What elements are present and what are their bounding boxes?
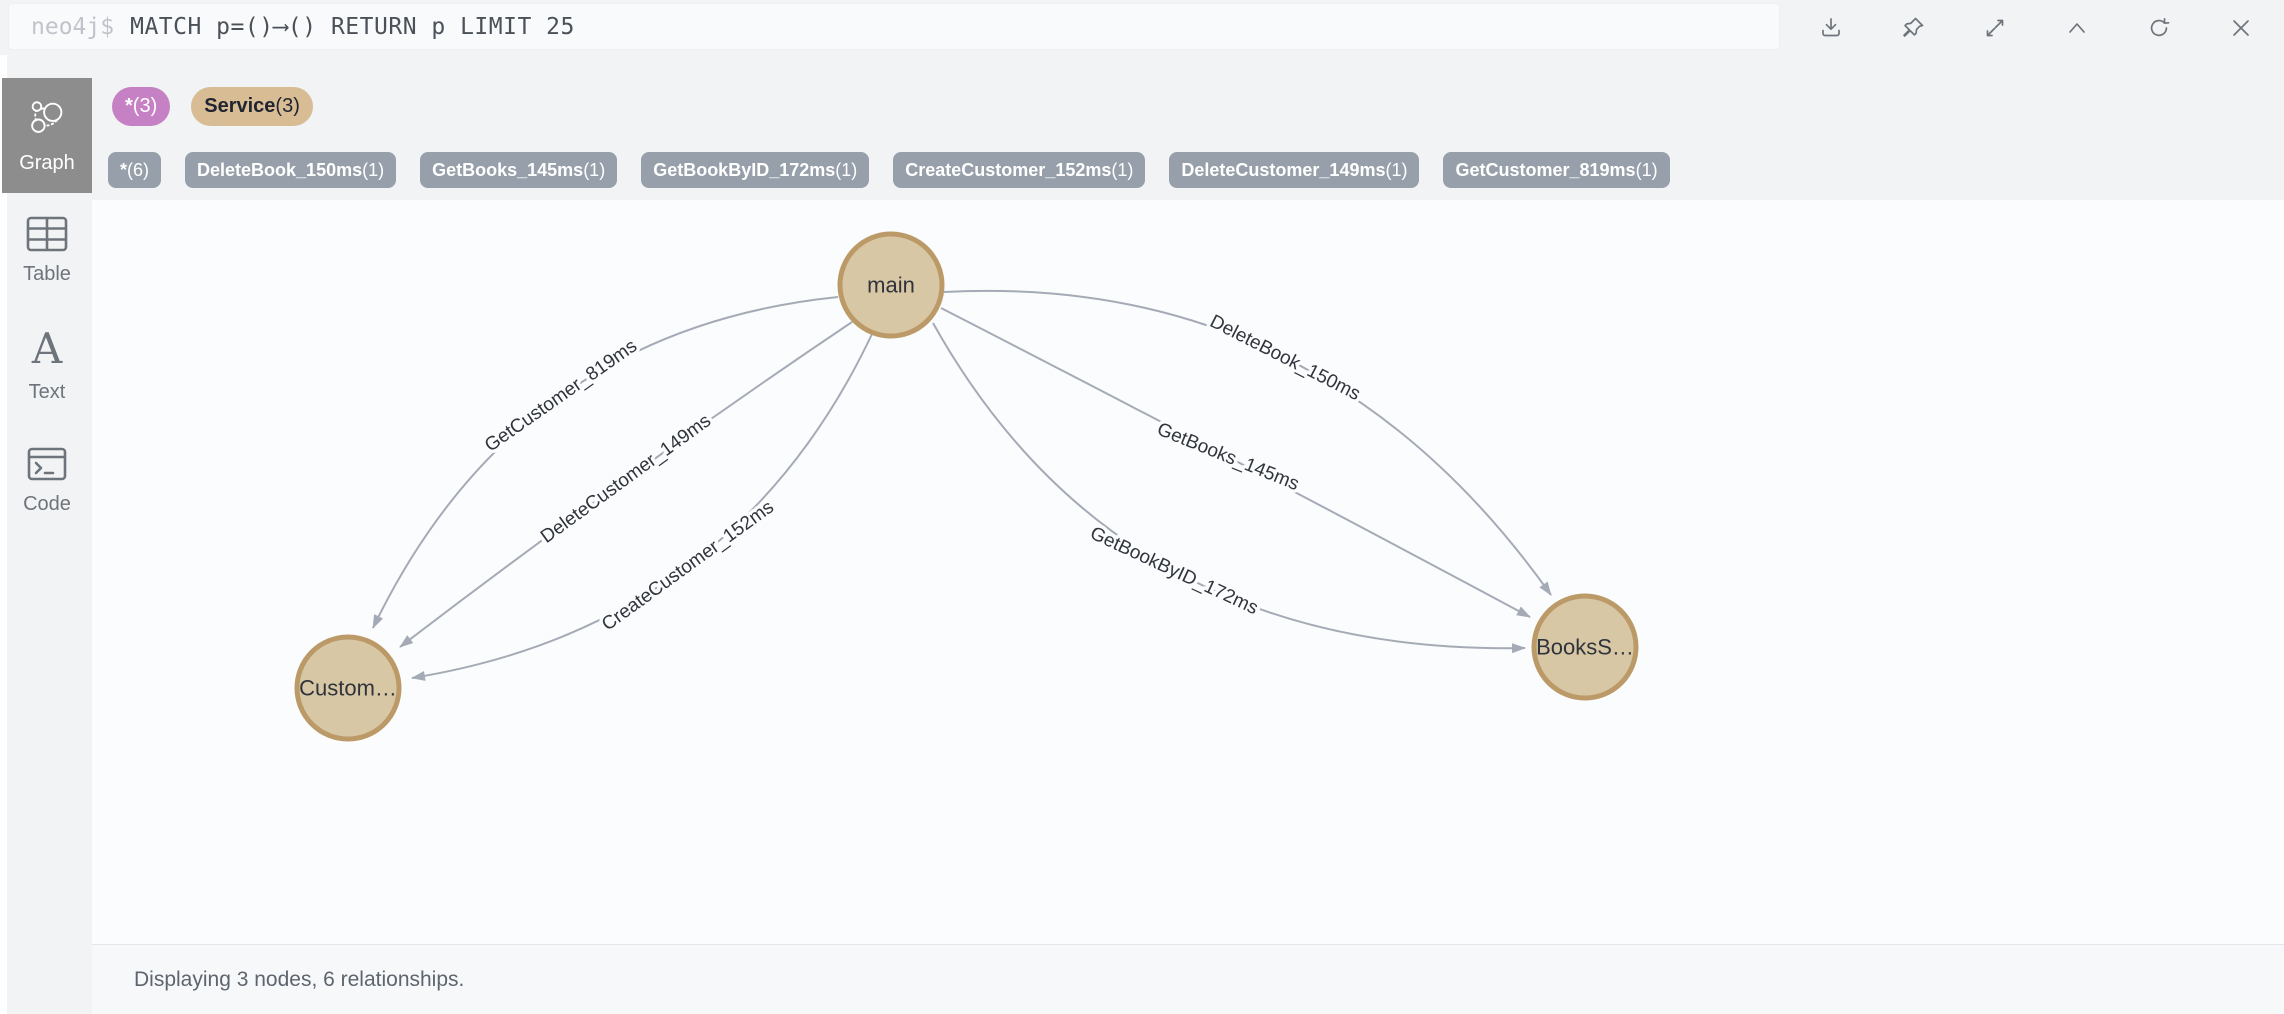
text-view-icon: A <box>31 324 63 373</box>
fullscreen-icon[interactable] <box>1982 15 2008 41</box>
tab-graph-label: Graph <box>19 152 75 174</box>
node-circle <box>837 231 945 339</box>
editor-prompt: neo4j$ <box>31 13 115 40</box>
relationship-type-pill[interactable]: GetCustomer_819ms(1) <box>1443 152 1670 188</box>
relationship-label: DeleteBook_150ms <box>1206 311 1363 405</box>
relationship-type-pills: *(6) DeleteBook_150ms(1) GetBooks_145ms(1)… <box>108 152 1670 188</box>
tab-graph[interactable]: Graph <box>2 78 92 193</box>
node-label-pills: *(3) Service(3) <box>112 87 313 126</box>
tab-table[interactable]: Table <box>2 193 92 308</box>
relationship-line <box>940 307 1531 618</box>
relationship-DeleteBook_150ms[interactable]: DeleteBook_150ms <box>943 289 1552 596</box>
view-sidebar: Graph Table A Text Code <box>2 55 92 538</box>
node-label-pill[interactable]: Service(3) <box>191 87 313 126</box>
tab-code-label: Code <box>23 493 71 515</box>
relationship-line <box>943 289 1552 596</box>
relationship-type-pill[interactable]: GetBookByID_172ms(1) <box>641 152 870 188</box>
node-caption: BooksS… <box>1536 635 1634 660</box>
left-edge-strip <box>0 0 7 1014</box>
relationship-GetBookByID_172ms[interactable]: GetBookByID_172ms <box>932 322 1526 654</box>
node-circle <box>1531 593 1639 701</box>
node-circle <box>294 634 402 742</box>
relationship-type-pill[interactable]: DeleteCustomer_149ms(1) <box>1169 152 1420 188</box>
relationship-GetBooks_145ms[interactable]: GetBooks_145ms <box>940 307 1531 618</box>
relationship-type-pill[interactable]: *(6) <box>108 152 162 188</box>
code-view-icon <box>27 447 67 481</box>
refresh-icon[interactable] <box>2146 15 2172 41</box>
relationship-label: GetCustomer_819ms <box>481 336 641 457</box>
collapse-icon[interactable] <box>2064 15 2090 41</box>
status-bar: Displaying 3 nodes, 6 relationships. <box>92 944 2284 1014</box>
relationship-line <box>372 296 839 629</box>
relationship-label: GetBooks_145ms <box>1154 419 1302 495</box>
cypher-query-text: MATCH p=()⟶() RETURN p LIMIT 25 <box>130 13 575 40</box>
relationship-type-pill[interactable]: GetBooks_145ms(1) <box>420 152 618 188</box>
tab-code[interactable]: Code <box>2 423 92 538</box>
graph-view-icon <box>31 101 63 133</box>
relationship-line <box>399 321 853 648</box>
relationship-label: CreateCustomer_152ms <box>598 497 778 636</box>
graph-visualization: GetCustomer_819msDeleteCustomer_149msCre… <box>294 231 1639 742</box>
tab-text[interactable]: A Text <box>2 308 92 423</box>
tab-text-label: Text <box>28 381 66 403</box>
relationship-GetCustomer_819ms[interactable]: GetCustomer_819ms <box>372 296 839 629</box>
relationship-line <box>411 333 873 681</box>
node-label-pill[interactable]: *(3) <box>112 87 171 126</box>
relationship-label: DeleteCustomer_149ms <box>537 410 715 547</box>
frame-action-icons <box>1818 0 2284 55</box>
node-caption: main <box>867 273 915 298</box>
result-summary: Displaying 3 nodes, 6 relationships. <box>134 967 465 991</box>
table-view-icon <box>26 216 68 252</box>
relationship-type-pill[interactable]: CreateCustomer_152ms(1) <box>893 152 1146 188</box>
relationship-type-pill[interactable]: DeleteBook_150ms(1) <box>185 152 397 188</box>
relationship-line <box>932 322 1526 654</box>
relationship-label: GetBookByID_172ms <box>1087 523 1261 619</box>
graph-node-customer[interactable]: Custom… <box>294 634 402 742</box>
query-editor[interactable]: neo4j$ MATCH p=()⟶() RETURN p LIMIT 25 <box>8 3 1780 50</box>
graph-node-books[interactable]: BooksS… <box>1531 593 1639 701</box>
relationship-CreateCustomer_152ms[interactable]: CreateCustomer_152ms <box>411 333 873 681</box>
graph-node-main[interactable]: main <box>837 231 945 339</box>
download-icon[interactable] <box>1818 15 1844 41</box>
node-caption: Custom… <box>299 676 397 701</box>
tab-table-label: Table <box>23 263 71 285</box>
pin-icon[interactable] <box>1900 15 1926 41</box>
editor-bar: neo4j$ MATCH p=()⟶() RETURN p LIMIT 25 <box>0 0 2284 55</box>
close-icon[interactable] <box>2228 15 2254 41</box>
